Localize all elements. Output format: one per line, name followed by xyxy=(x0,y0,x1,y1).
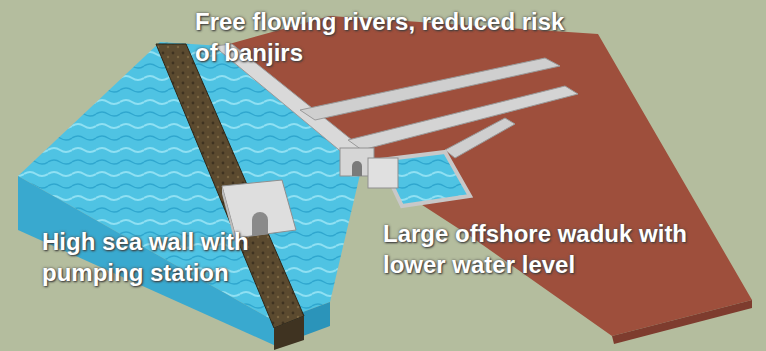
pump-outlet xyxy=(252,212,268,236)
land-edge xyxy=(612,300,752,344)
callout-label: Large offshore waduk with lower water le… xyxy=(383,218,748,280)
sluice-gate xyxy=(368,158,398,188)
callout-label: Free flowing rivers, reduced risk of ban… xyxy=(195,6,580,68)
river-wall xyxy=(445,118,515,158)
callout-label: High sea wall with pumping station xyxy=(42,226,312,288)
sea-wall-face xyxy=(274,316,304,350)
river-wall xyxy=(300,58,560,120)
sluice-opening xyxy=(352,161,362,176)
